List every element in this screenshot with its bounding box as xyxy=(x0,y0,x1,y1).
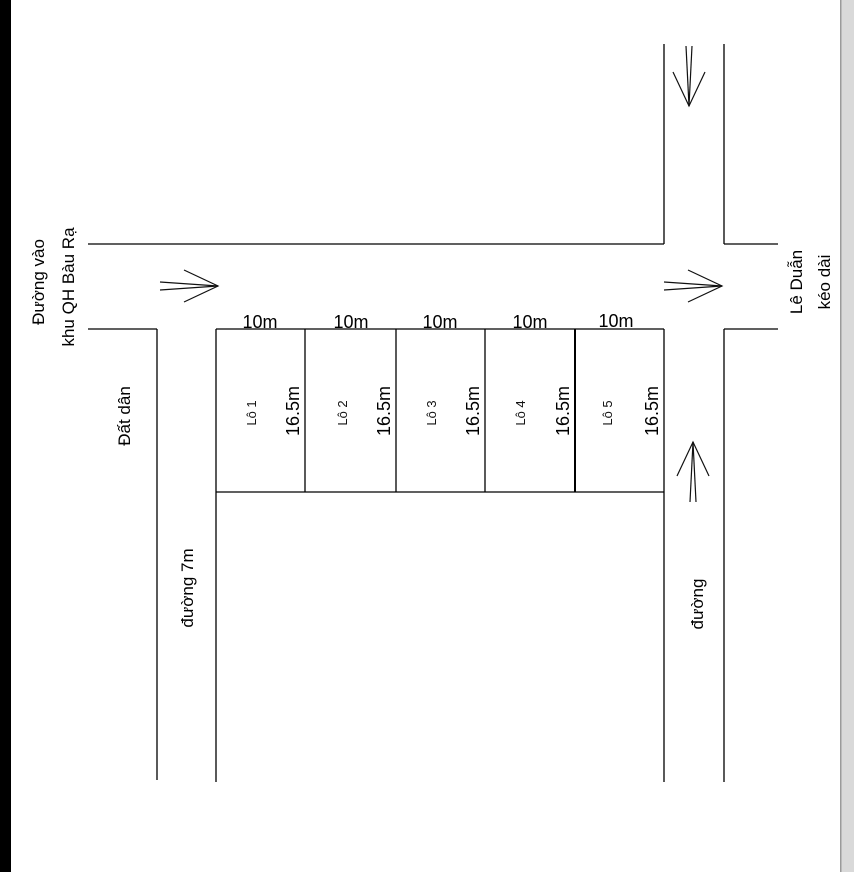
right-road-label: đường xyxy=(688,579,707,630)
left-border xyxy=(0,0,11,872)
left-land-label: Đất dân xyxy=(115,386,134,446)
lot-1-width: 10m xyxy=(242,312,277,332)
arrow-right-right-icon xyxy=(663,269,724,303)
lot-4-label: Lô 4 xyxy=(513,400,528,425)
lot-2-label: Lô 2 xyxy=(335,400,350,425)
lot-5-width: 10m xyxy=(598,311,633,331)
right-border xyxy=(840,0,854,872)
lot-3-depth: 16.5m xyxy=(463,386,483,436)
lot-5-depth: 16.5m xyxy=(642,386,662,436)
lot-5-label: Lô 5 xyxy=(600,400,615,425)
lot-4-width: 10m xyxy=(512,312,547,332)
top-road-label-line1: Đường vào xyxy=(29,239,48,325)
arrow-up-icon xyxy=(676,440,710,503)
lot-2-depth: 16.5m xyxy=(374,386,394,436)
lot-1-depth: 16.5m xyxy=(283,386,303,436)
lot-2-width: 10m xyxy=(333,312,368,332)
arrow-right-left-icon xyxy=(159,269,220,303)
lot-4-depth: 16.5m xyxy=(553,386,573,436)
lot-3-label: Lô 3 xyxy=(424,400,439,425)
left-road-label: đường 7m xyxy=(178,548,197,627)
right-road-label-line2: kéo dài xyxy=(815,255,834,310)
lot-1-label: Lô 1 xyxy=(244,400,259,425)
right-road-label-line1: Lê Duẫn xyxy=(787,250,806,314)
arrow-down-icon xyxy=(672,45,706,108)
right-border-edge xyxy=(840,0,842,872)
lot-3-width: 10m xyxy=(422,312,457,332)
top-road-label-line2: khu QH Bàu Rạ xyxy=(59,227,78,347)
